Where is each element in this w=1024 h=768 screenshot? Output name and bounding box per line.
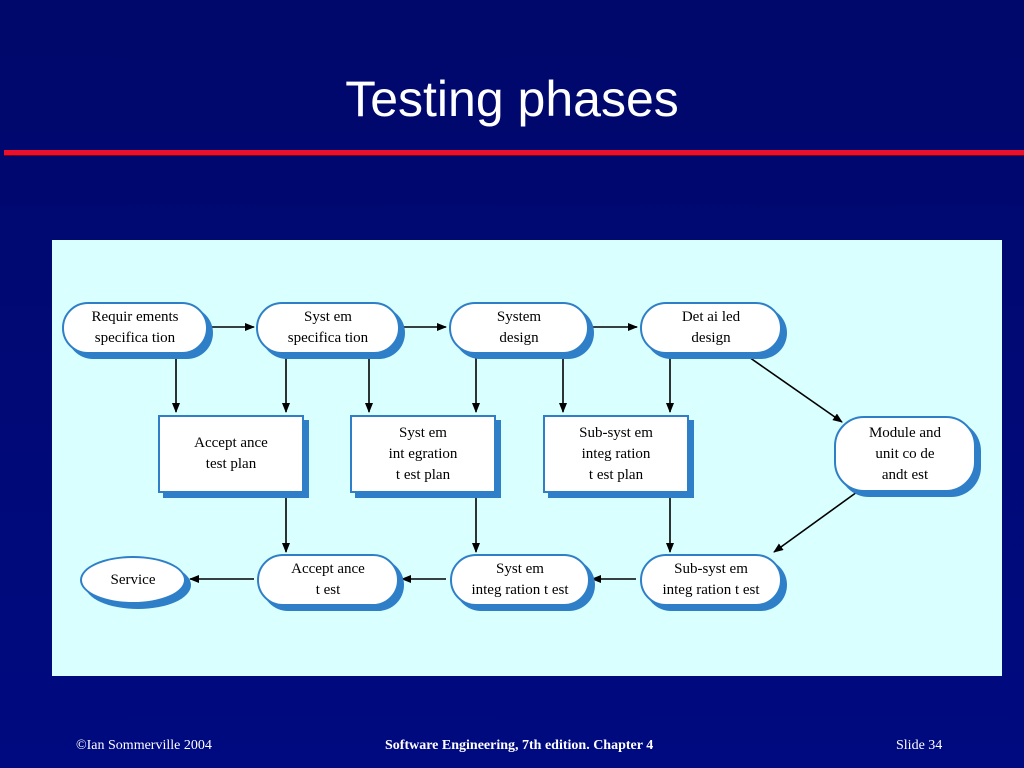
node-label: Module and: [868, 424, 942, 441]
node-subsystem-integration-test: Sub-syst em integ ration t est: [640, 554, 782, 606]
node-label: Syst em: [304, 309, 352, 325]
node-label: specifica tion: [287, 330, 369, 346]
node-label: design: [691, 330, 731, 346]
node-label: Service: [110, 571, 156, 588]
node-label: test plan: [205, 456, 257, 472]
node-label: Det ai led: [681, 309, 741, 325]
diagram-panel: Requir ements specifica tion Syst em spe…: [52, 240, 1002, 676]
node-label: Syst em: [496, 561, 544, 577]
node-acceptance-test-plan: Accept ance test plan: [158, 415, 304, 493]
node-system-design: System design: [449, 302, 589, 354]
arrow-detailed-to-module: [745, 354, 843, 423]
slide-title: Testing phases: [345, 71, 679, 127]
node-module-unit-code-test: Module and unit co de andt est: [834, 416, 976, 492]
footer-book-title: Software Engineering, 7th edition. Chapt…: [385, 738, 654, 753]
node-label: integ ration t est: [471, 582, 569, 598]
node-label: System: [496, 309, 542, 325]
node-label: Sub-syst em: [579, 424, 653, 441]
node-label: Accept ance: [291, 561, 365, 577]
node-subsystem-integration-test-plan: Sub-syst em integ ration t est plan: [543, 415, 689, 493]
node-system-integration-test-plan: Syst em int egration t est plan: [350, 415, 496, 493]
node-label: t est: [315, 582, 341, 598]
node-label: andt est: [881, 466, 929, 483]
node-label: design: [499, 330, 539, 346]
node-label: Requir ements: [91, 309, 179, 325]
title-divider: [4, 150, 1024, 155]
node-label: specifica tion: [94, 330, 176, 346]
footer-copyright: ©Ian Sommerville 2004: [76, 738, 212, 753]
node-service: Service: [80, 556, 186, 604]
node-detailed-design: Det ai led design: [640, 302, 782, 354]
node-label: int egration: [388, 445, 458, 462]
footer-slide-number: Slide 34: [896, 738, 943, 753]
node-label: t est plan: [588, 466, 644, 483]
node-label: Sub-syst em: [674, 561, 748, 577]
node-system-integration-test: Syst em integ ration t est: [450, 554, 590, 606]
node-system-specification: Syst em specifica tion: [256, 302, 400, 354]
arrow-module-to-subinttest: [773, 491, 858, 553]
node-label: unit co de: [875, 445, 935, 462]
node-label: t est plan: [395, 466, 451, 483]
node-label: integ ration: [581, 445, 651, 462]
node-label: Syst em: [399, 424, 447, 441]
node-label: integ ration t est: [662, 582, 760, 598]
diagram-connectors: [172, 323, 858, 583]
node-label: Accept ance: [194, 435, 268, 451]
node-acceptance-test: Accept ance t est: [257, 554, 399, 606]
node-requirements-specification: Requir ements specifica tion: [62, 302, 208, 354]
